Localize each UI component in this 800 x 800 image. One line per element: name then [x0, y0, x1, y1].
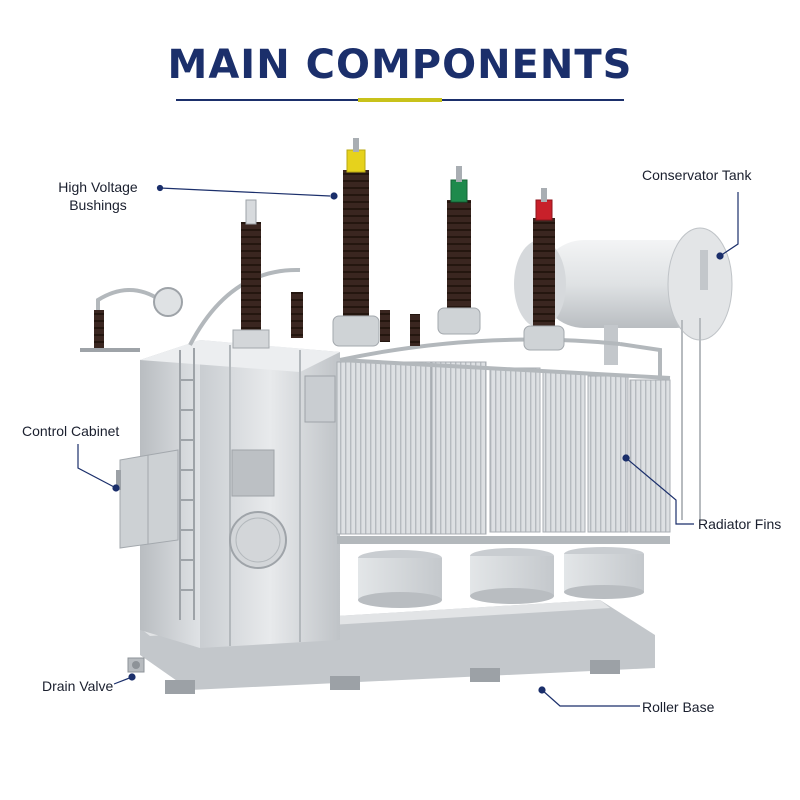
label-conservator-tank: Conservator Tank [642, 167, 752, 183]
leader-lines [77, 184, 739, 707]
label-roller-base: Roller Base [642, 699, 715, 715]
label-hv-bushings-line1: High Voltage [58, 179, 138, 195]
hv-bushings-part [232, 138, 565, 351]
drain-valve-part [127, 657, 145, 673]
ladder [179, 348, 195, 620]
label-control-cabinet: Control Cabinet [22, 423, 120, 439]
cooling-fans [358, 547, 644, 608]
label-hv-bushings-line2: Bushings [69, 197, 127, 213]
control-cabinet-part [116, 449, 179, 549]
label-radiator-fins: Radiator Fins [698, 516, 782, 532]
label-hv-bushings: High Voltage Bushings [38, 178, 158, 214]
gauge-dial [153, 287, 183, 317]
page-title: MAIN COMPONENTS [167, 42, 633, 88]
small-bushings [80, 292, 420, 352]
title-underline-accent [358, 98, 442, 102]
label-drain-valve: Drain Valve [42, 678, 114, 694]
radiator-fins-part [336, 358, 671, 544]
piping [96, 267, 662, 380]
